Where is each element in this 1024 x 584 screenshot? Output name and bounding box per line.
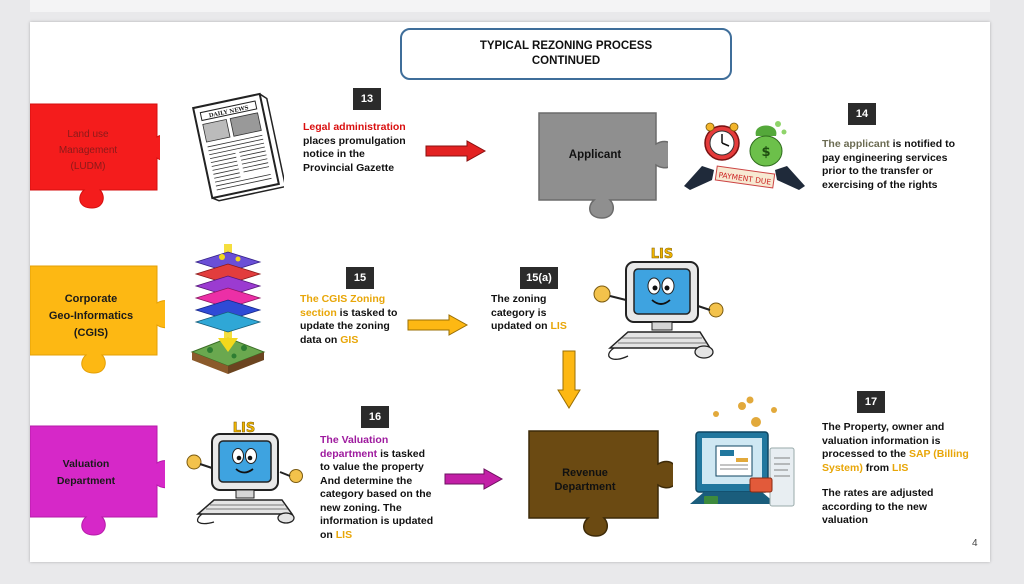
- step-17-text: The Property, owner and valuation inform…: [822, 421, 982, 528]
- step-15-text: The CGIS Zoning section is tasked to upd…: [300, 293, 410, 347]
- svg-text:$: $: [761, 145, 770, 160]
- lis-top-label: LIS: [651, 247, 673, 262]
- step-16-highlight-1: The Valuation: [320, 434, 389, 446]
- step-15a-line-2: category is: [491, 306, 547, 319]
- step-15a-line-3: updated on: [491, 320, 551, 332]
- step-17-line-1: The Property, owner and: [822, 421, 945, 433]
- applicant-label: Applicant: [568, 148, 622, 161]
- step-17-lis: LIS: [892, 461, 909, 474]
- arrow-16-to-revenue: [444, 468, 504, 490]
- payment-due-icon: $ PAYMENT DUE: [684, 121, 805, 190]
- lis-computer-icon-bottom: LIS: [186, 421, 303, 525]
- step-15-highlight-1: The CGIS Zoning: [300, 293, 386, 305]
- step-16-line-4: And determine the: [320, 474, 413, 487]
- step-15-line-4: data on: [300, 333, 341, 346]
- newspaper-icon: DAILY NEWS: [191, 92, 284, 202]
- step-17-from: from: [862, 461, 893, 474]
- applicant-puzzle-piece: [538, 112, 668, 219]
- step-16-line-7: information is updated: [320, 515, 434, 527]
- ludm-line-3: (LUDM): [70, 161, 106, 172]
- step-16-line-2: is tasked: [377, 447, 426, 460]
- step-14-line-1: is notified to: [889, 138, 956, 150]
- valuation-label: Valuation Department: [36, 448, 136, 498]
- lis-computer-icon-top: LIS: [593, 247, 724, 360]
- step-17-line-2: valuation information is: [822, 434, 941, 447]
- valuation-line-1: Valuation: [62, 458, 110, 470]
- step-14-highlight: The applicant: [822, 138, 890, 150]
- lis-bottom-label: LIS: [233, 421, 255, 436]
- ludm-line-1: Land use: [67, 129, 109, 140]
- step-17-system: System): [822, 461, 863, 474]
- revenue-line-1: Revenue: [562, 467, 608, 479]
- badge-14: 14: [848, 103, 876, 125]
- step-14-text: The applicant is notified to pay enginee…: [822, 138, 982, 192]
- step-16-lis: LIS: [335, 528, 353, 541]
- step-15a-text: The zoning category is updated on LIS: [491, 293, 581, 334]
- step-13-line-2: places promulgation: [303, 134, 406, 147]
- ludm-line-2: Management: [58, 145, 118, 156]
- revenue-label: Revenue Department: [535, 460, 635, 500]
- valuation-line-2: Department: [56, 475, 116, 487]
- revenue-puzzle-piece: [528, 430, 673, 537]
- step-16-line-8: on: [320, 528, 336, 541]
- arrow-15-to-15a: [407, 314, 469, 336]
- title-line-1: TYPICAL REZONING PROCESS: [479, 40, 653, 52]
- step-16-line-5: category based on the: [320, 488, 432, 500]
- ludm-puzzle-piece: [30, 103, 160, 209]
- title-line-2: CONTINUED: [531, 55, 601, 67]
- step-17-para2-line-2: according to the new: [822, 500, 928, 513]
- step-15a-line-1: The zoning: [491, 293, 547, 305]
- top-bar: [30, 0, 990, 12]
- step-15-gis: GIS: [340, 333, 359, 346]
- step-17-sap: SAP (Billing: [908, 448, 969, 460]
- cgis-label: Corporate Geo-Informatics (CGIS): [36, 282, 146, 350]
- ludm-label: Land use Management (LUDM): [38, 118, 138, 184]
- cgis-puzzle-piece: [30, 265, 165, 374]
- badge-13: 13: [353, 88, 381, 110]
- step-16-highlight-2: department: [320, 447, 378, 460]
- slide: [30, 22, 990, 562]
- arrow-13-to-applicant: [425, 140, 487, 162]
- badge-15a: 15(a): [520, 267, 558, 289]
- step-16-line-3: to value the property: [320, 461, 424, 473]
- badge-17: 17: [857, 391, 885, 413]
- step-14-line-2: pay engineering services: [822, 151, 948, 164]
- alarm-clock-icon: [704, 122, 740, 161]
- step-13-line-3: notice in the: [303, 148, 365, 160]
- step-15-line-2: is tasked to: [336, 306, 398, 319]
- badge-15: 15: [346, 267, 374, 289]
- step-17-para2-line-3: valuation: [822, 514, 869, 526]
- step-15-line-3: update the zoning: [300, 320, 390, 332]
- step-17-para2-line-1: The rates are adjusted: [822, 487, 934, 499]
- cgis-line-3: (CGIS): [73, 326, 109, 339]
- title-box: TYPICAL REZONING PROCESS CONTINUED: [400, 28, 732, 80]
- money-bag-icon: $: [749, 121, 787, 167]
- cgis-line-2: Geo-Informatics: [48, 309, 134, 322]
- valuation-puzzle-piece: [30, 425, 165, 536]
- arrow-15a-to-revenue: [557, 350, 581, 409]
- step-15a-lis: LIS: [550, 320, 567, 332]
- step-13-text: Legal administration places promulgation…: [303, 121, 423, 175]
- step-14-line-4: exercising of the rights: [822, 178, 938, 191]
- step-17-line-3: processed to the: [822, 448, 909, 460]
- billing-computer-icon: [690, 396, 795, 507]
- step-14-line-3: prior to the transfer or: [822, 165, 933, 177]
- step-16-line-6: new zoning. The: [320, 501, 402, 514]
- cgis-line-1: Corporate: [64, 292, 118, 305]
- step-16-text: The Valuation department is tasked to va…: [320, 434, 445, 542]
- step-13-line-4: Provincial Gazette: [303, 161, 395, 174]
- page-number: 4: [972, 538, 978, 549]
- step-13-highlight: Legal administration: [303, 121, 406, 133]
- step-15-highlight-2: section: [300, 306, 337, 319]
- revenue-line-2: Department: [554, 481, 616, 493]
- badge-16: 16: [361, 406, 389, 428]
- gis-layers-icon: [190, 244, 266, 374]
